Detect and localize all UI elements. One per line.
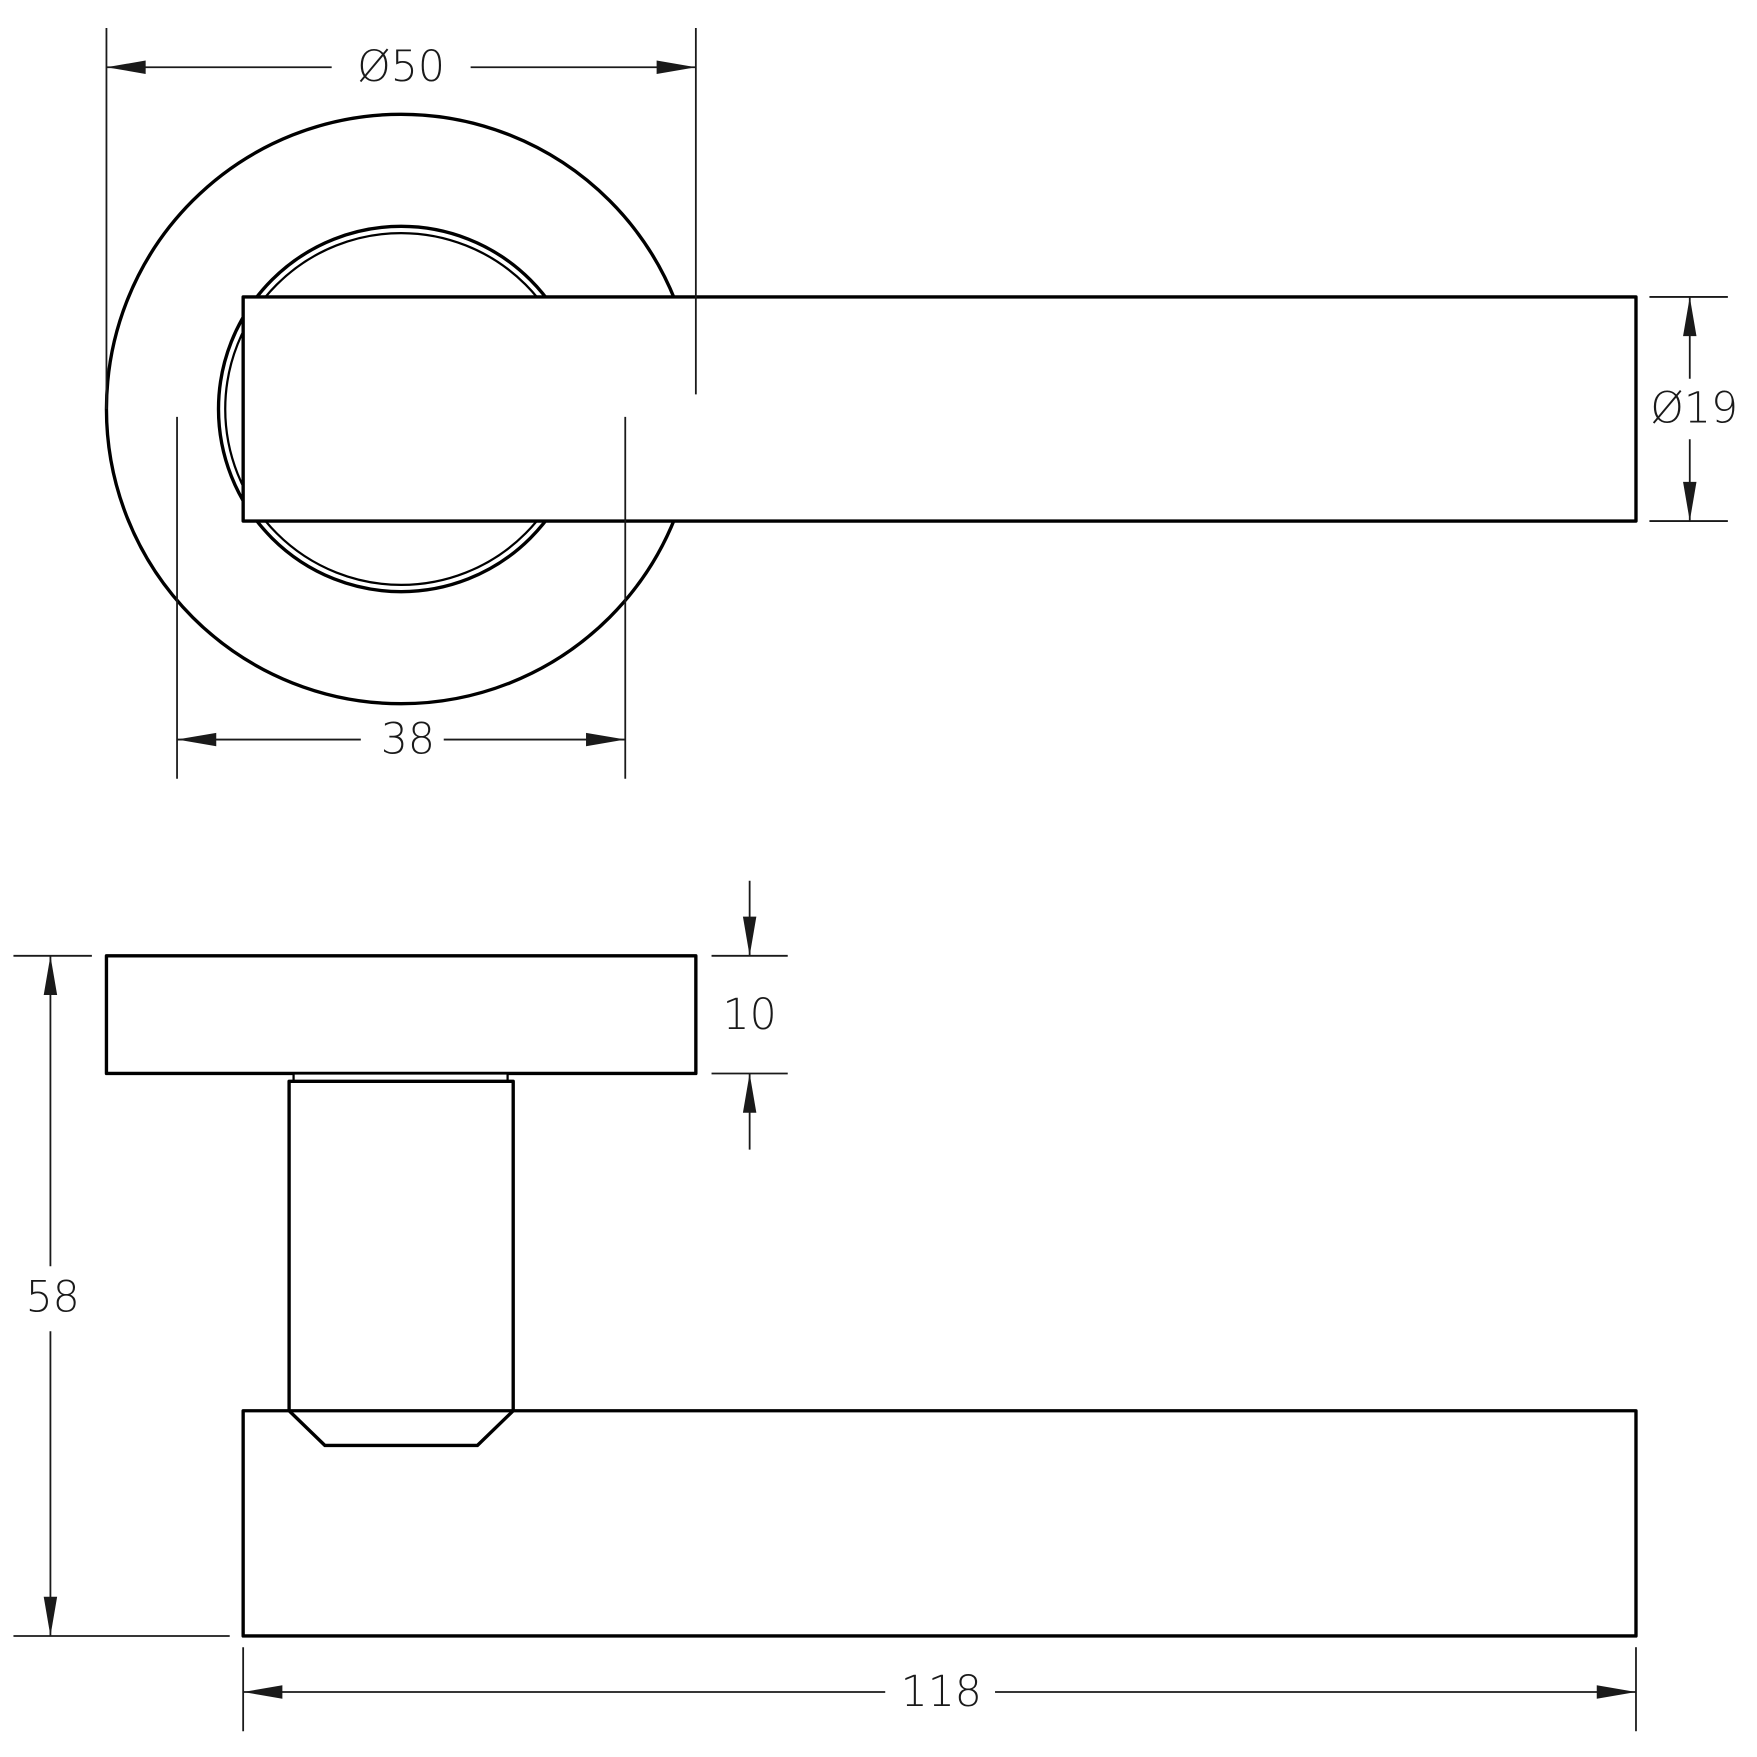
side-view (104, 954, 1638, 1638)
dim-label-rose-diameter: Ø50 (357, 42, 445, 92)
lever-side (241, 1409, 1638, 1638)
dim-lever-diameter: Ø19 (1649, 296, 1738, 522)
top-view (104, 112, 1638, 706)
dim-rose-diameter: Ø50 (105, 28, 697, 409)
dim-label-projection: 58 (26, 1272, 80, 1322)
dim-label-lever-diameter: Ø19 (1650, 384, 1738, 434)
dim-inner-width: 38 (176, 416, 627, 779)
lever-neck (287, 1079, 515, 1413)
dim-rose-thickness: 10 (711, 880, 788, 1150)
lever-top (241, 295, 1638, 523)
dim-label-lever-length: 118 (901, 1667, 982, 1717)
rose-side (104, 954, 698, 1076)
dim-projection: 58 (13, 954, 230, 1637)
dim-lever-length: 118 (242, 1647, 1637, 1732)
dim-label-inner-width: 38 (381, 714, 435, 764)
dim-label-rose-thickness: 10 (723, 990, 777, 1040)
